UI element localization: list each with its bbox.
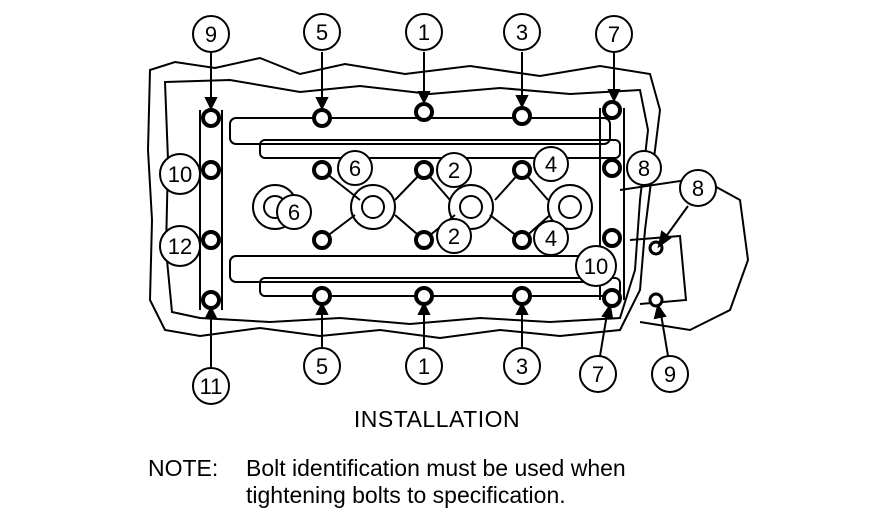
- bolt: [512, 286, 532, 306]
- callout-bottom-1: 1: [418, 354, 430, 379]
- bolt: [602, 100, 622, 120]
- bolt: [512, 160, 532, 180]
- callout-top-1: 1: [418, 20, 430, 45]
- bolt: [512, 106, 532, 126]
- bolt: [201, 160, 221, 180]
- note-label: NOTE:: [148, 455, 219, 481]
- callout-circles: [159, 13, 717, 405]
- installation-note: NOTE: Bolt identification must be used wh…: [148, 455, 626, 509]
- bolt: [312, 160, 332, 180]
- note-line-1: Bolt identification must be used when: [246, 455, 626, 481]
- callout-bottom-9: 9: [664, 362, 676, 387]
- callout-bottom-7: 7: [592, 362, 604, 387]
- bolt: [201, 230, 221, 250]
- callout-bottom-5: 5: [316, 354, 328, 379]
- bolt: [414, 102, 434, 122]
- callout-bottom-11: 11: [200, 374, 223, 399]
- callout-top-9: 9: [205, 22, 217, 47]
- callout-inner-2-lower: 2: [448, 224, 460, 249]
- bolt: [648, 292, 664, 308]
- callout-inner-6-upper: 6: [349, 156, 361, 181]
- bolt: [312, 286, 332, 306]
- callout-top-3: 3: [516, 20, 528, 45]
- bolt: [312, 230, 332, 250]
- bolt: [602, 288, 622, 308]
- note-line-2: tightening bolts to specification.: [246, 482, 566, 508]
- callout-labels: 9 5 1 3 7 11 5 1 3 7 9 10 12 6 6 2 2 4 4…: [168, 20, 704, 399]
- callout-inner-10-left: 10: [168, 162, 192, 187]
- diagram-caption: INSTALLATION: [353, 406, 521, 432]
- callout-inner-2-upper: 2: [448, 158, 460, 183]
- callout-bottom-3: 3: [516, 354, 528, 379]
- bolt: [512, 230, 532, 250]
- callout-inner-8-side: 8: [692, 176, 704, 201]
- callout-inner-12: 12: [168, 234, 192, 259]
- bolt: [602, 158, 622, 178]
- bolt: [414, 230, 434, 250]
- bolt: [201, 290, 221, 310]
- bolt: [201, 108, 221, 128]
- callout-inner-10-right: 10: [584, 254, 608, 279]
- callout-top-7: 7: [608, 22, 620, 47]
- callout-inner-4-lower: 4: [545, 226, 557, 251]
- bolt: [602, 228, 622, 248]
- bolt: [312, 108, 332, 128]
- bolt: [414, 286, 434, 306]
- callout-arrows: [204, 52, 689, 368]
- callout-inner-4-upper: 4: [545, 152, 557, 177]
- bolts: [201, 100, 664, 310]
- callout-top-5: 5: [316, 20, 328, 45]
- callout-inner-8-head: 8: [638, 156, 650, 181]
- callout-inner-6-lower: 6: [288, 200, 300, 225]
- bolt: [414, 160, 434, 180]
